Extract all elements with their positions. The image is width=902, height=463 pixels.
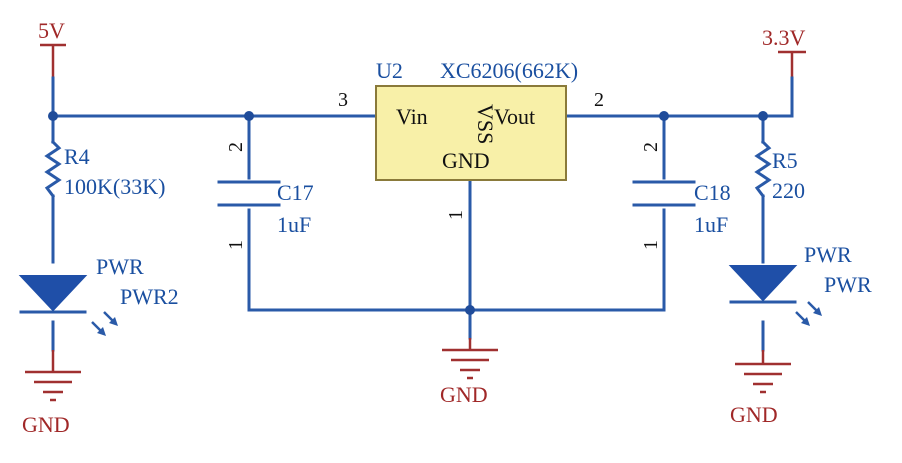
led-left-ref: PWR2 — [120, 284, 179, 309]
capacitor-c18: 2 1 C18 1uF — [632, 142, 731, 250]
led-light-arrows-icon — [91, 311, 118, 336]
gnd-right-label: GND — [730, 402, 778, 427]
c18-ref: C18 — [694, 180, 731, 205]
ground-center: GND — [440, 338, 498, 407]
r4-ref: R4 — [64, 144, 90, 169]
junction-dot — [244, 111, 254, 121]
regulator-ref: U2 — [376, 58, 403, 83]
pin-vout-label: Vout — [494, 104, 535, 129]
supply-5v-label: 5V — [38, 18, 65, 43]
led-pwr: PWR PWR — [728, 242, 872, 326]
led-left-name: PWR — [96, 254, 144, 279]
capacitor-c17: 2 1 C17 1uF — [217, 142, 314, 250]
resistor-r5: R5 220 — [754, 139, 805, 203]
pin-number-out: 2 — [594, 89, 604, 111]
supply-5v-symbol: 5V — [38, 18, 66, 78]
c17-pin-top: 2 — [225, 142, 247, 152]
led-pwr2: PWR PWR2 — [18, 254, 179, 336]
regulator-part: XC6206(662K) — [440, 58, 578, 83]
r5-value: 220 — [772, 178, 805, 203]
regulator-u2: U2 XC6206(662K) Vin Vout VSS GND 3 2 1 — [338, 58, 604, 220]
gnd-center-label: GND — [440, 382, 488, 407]
c18-pin-top: 2 — [640, 142, 662, 152]
c17-ref: C17 — [277, 180, 314, 205]
ground-right: GND — [730, 350, 791, 427]
junction-dot — [659, 111, 669, 121]
supply-3v3-symbol: 3.3V — [762, 25, 806, 78]
junction-dot — [758, 111, 768, 121]
pin-vin-label: Vin — [396, 104, 428, 129]
pin-vss-label: VSS — [473, 104, 498, 144]
ground-left: GND — [22, 350, 81, 437]
pin-gnd-label: GND — [442, 148, 490, 173]
pin-number-gnd: 1 — [445, 210, 467, 220]
junction-dot — [48, 111, 58, 121]
led-right-ref: PWR — [824, 272, 872, 297]
supply-3v3-label: 3.3V — [762, 25, 806, 50]
c18-pin-bottom: 1 — [640, 240, 662, 250]
led-right-name: PWR — [804, 242, 852, 267]
junction-dot — [465, 305, 475, 315]
pin-number-in: 3 — [338, 89, 348, 111]
r5-ref: R5 — [772, 148, 798, 173]
junction-dots — [48, 111, 768, 315]
led-light-arrows-icon — [795, 301, 822, 326]
gnd-left-label: GND — [22, 412, 70, 437]
c18-value: 1uF — [694, 212, 728, 237]
resistor-r4: R4 100K(33K) — [44, 139, 165, 199]
r4-value: 100K(33K) — [64, 174, 165, 199]
c17-pin-bottom: 1 — [225, 240, 247, 250]
c17-value: 1uF — [277, 212, 311, 237]
